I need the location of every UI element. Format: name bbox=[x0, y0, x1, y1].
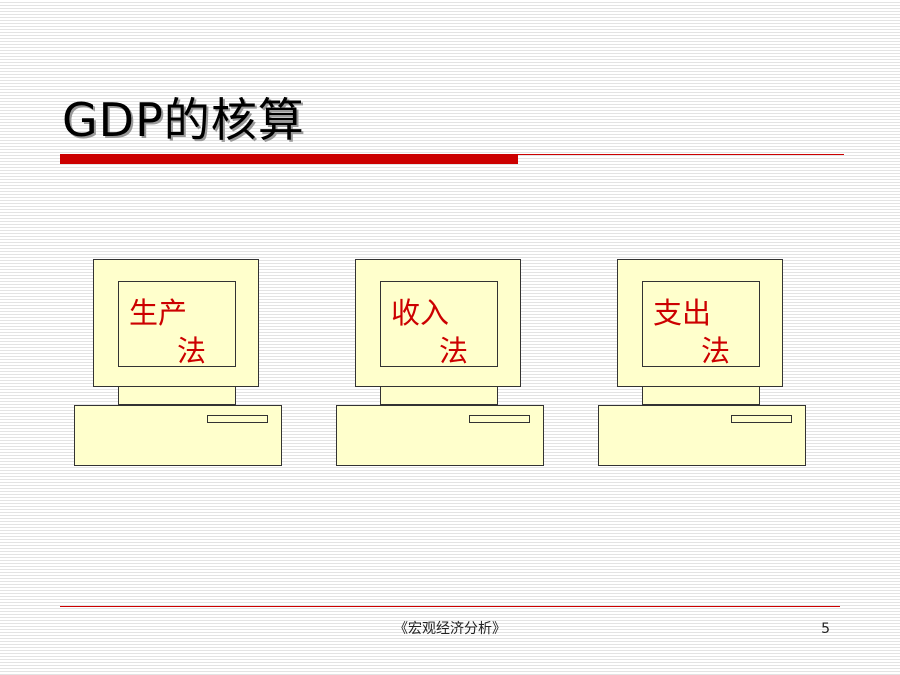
disk-drive-slot bbox=[207, 415, 268, 423]
method-label-line-1: 收入 bbox=[391, 296, 450, 330]
title-underline-thin bbox=[518, 154, 844, 155]
page-number: 5 bbox=[821, 621, 830, 637]
disk-drive-slot bbox=[469, 415, 530, 423]
computer-monitor: 支出 法 bbox=[617, 259, 783, 387]
computer-expenditure-method: 支出 法 bbox=[598, 259, 806, 467]
method-label-line-1: 生产 bbox=[129, 296, 188, 330]
method-label-line-1: 支出 bbox=[653, 296, 712, 330]
computer-screen: 生产 法 bbox=[118, 281, 237, 370]
computer-base bbox=[336, 405, 544, 466]
slide-title: GDP的核算 bbox=[62, 93, 305, 147]
computer-neck bbox=[380, 387, 498, 405]
disk-drive-slot bbox=[731, 415, 792, 423]
computer-base bbox=[598, 405, 806, 466]
footer-divider bbox=[60, 606, 840, 607]
computer-monitor: 收入 法 bbox=[355, 259, 521, 387]
method-label: 支出 法 bbox=[653, 294, 761, 370]
computer-neck bbox=[642, 387, 760, 405]
computer-production-method: 生产 法 bbox=[74, 259, 282, 467]
method-label-line-2: 法 bbox=[177, 334, 207, 368]
method-label: 生产 法 bbox=[129, 294, 237, 370]
computer-screen: 收入 法 bbox=[380, 281, 499, 370]
method-label: 收入 法 bbox=[391, 294, 499, 370]
computer-base bbox=[74, 405, 282, 466]
computer-income-method: 收入 法 bbox=[336, 259, 544, 467]
computer-screen: 支出 法 bbox=[642, 281, 761, 370]
method-label-line-2: 法 bbox=[701, 334, 731, 368]
computer-neck bbox=[118, 387, 236, 405]
footer-course-title: 《宏观经济分析》 bbox=[394, 621, 506, 637]
method-label-line-2: 法 bbox=[439, 334, 469, 368]
computer-monitor: 生产 法 bbox=[93, 259, 259, 387]
title-underline-thick bbox=[60, 154, 518, 164]
